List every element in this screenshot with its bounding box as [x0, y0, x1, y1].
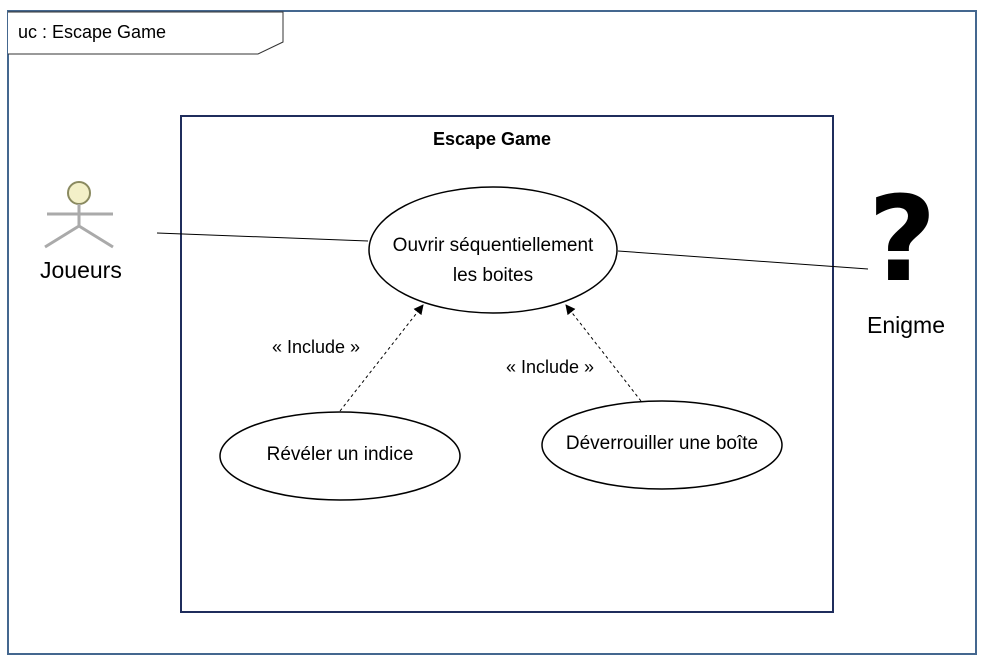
- association-puzzle: [617, 250, 869, 270]
- frame-title: uc : Escape Game: [18, 22, 167, 42]
- include-arrow-left: [339, 304, 424, 412]
- stick-figure-icon: [44, 181, 114, 249]
- include-label-right: « Include »: [506, 357, 595, 377]
- use-case-unlock-box-label: Déverrouiller une boîte: [565, 433, 759, 454]
- actor-puzzle-label: Enigme: [867, 312, 945, 338]
- use-case-reveal-hint-label: Révéler un indice: [266, 444, 414, 465]
- system-boundary: [180, 115, 834, 613]
- question-mark-icon: ?: [868, 170, 937, 308]
- use-case-open-boxes-label: Ouvrir séquentiellement les boites: [369, 231, 617, 291]
- use-case-open-boxes-line2: les boites: [452, 265, 534, 286]
- frame-title-tab: [8, 11, 284, 55]
- diagram-frame: [7, 10, 977, 655]
- include-arrow-right: [565, 304, 642, 402]
- use-case-open-boxes-line1: Ouvrir séquentiellement: [392, 235, 594, 256]
- include-label-left: « Include »: [272, 337, 361, 357]
- actor-players-label: Joueurs: [40, 257, 122, 283]
- use-case-reveal-hint: [219, 411, 461, 501]
- system-title: Escape Game: [433, 129, 552, 149]
- use-case-unlock-box: [541, 400, 783, 490]
- use-case-open-boxes: [368, 186, 618, 314]
- association-players: [156, 232, 369, 242]
